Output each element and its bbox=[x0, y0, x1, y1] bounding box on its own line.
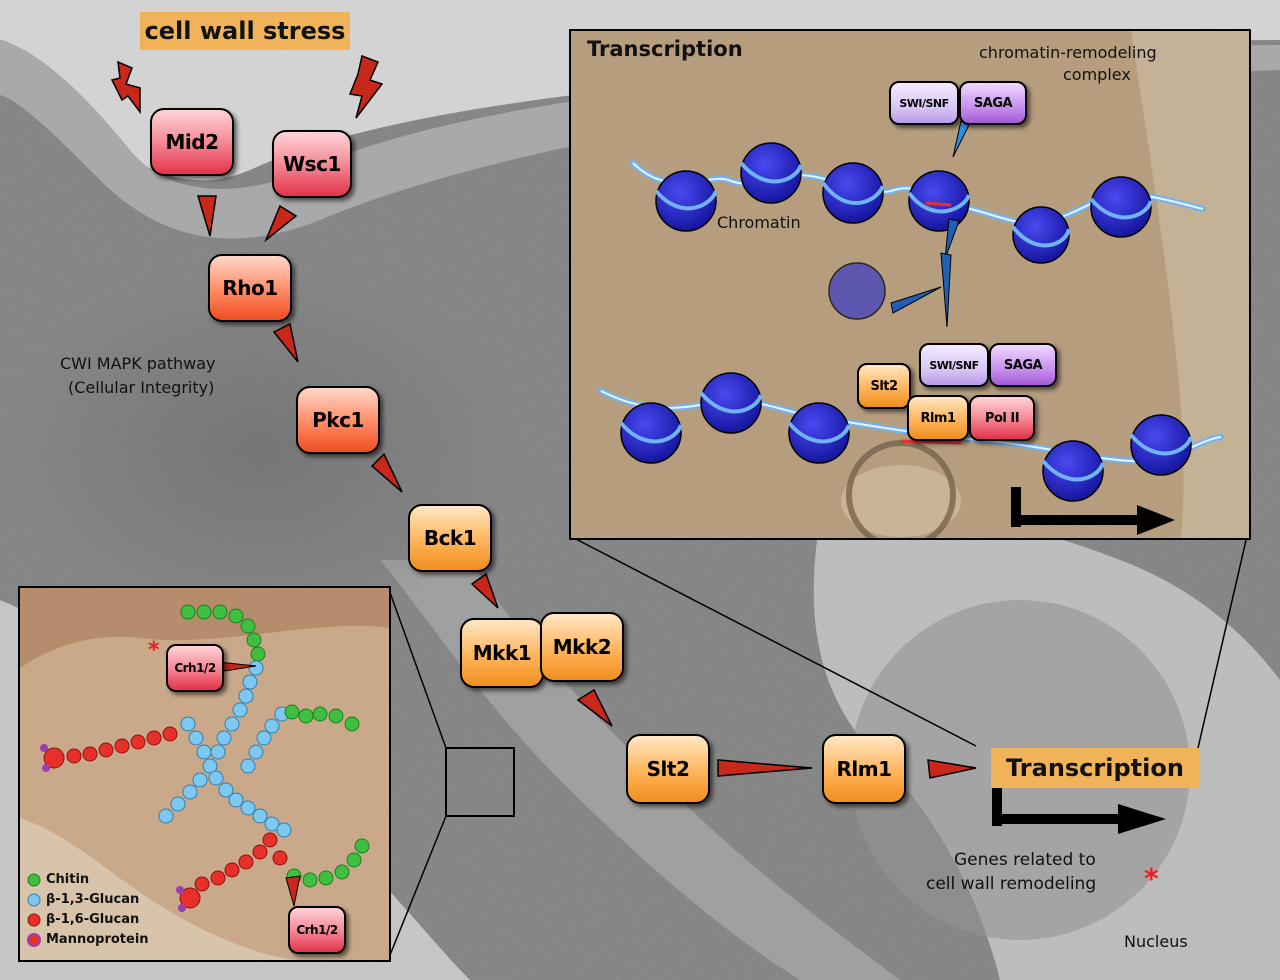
genes-asterisk: * bbox=[1144, 862, 1159, 895]
legend-label-beta16: β-1,6-Glucan bbox=[46, 912, 140, 927]
slt2-inset: Slt2 bbox=[857, 363, 911, 409]
remodeling-complex-label-line1: chromatin-remodeling bbox=[979, 43, 1157, 62]
pathway-label-line1: CWI MAPK pathway bbox=[60, 354, 216, 373]
chitin-chain-bottom bbox=[286, 838, 370, 888]
crh12-bottom: Crh1/2 bbox=[288, 906, 346, 954]
legend-swatch-beta16 bbox=[27, 913, 41, 927]
transcription-start-arrow bbox=[992, 786, 1166, 834]
arrow-pkc1-bck1 bbox=[370, 452, 403, 493]
genes-label-line1: Genes related to bbox=[954, 850, 1096, 870]
legend-label-beta13: β-1,3-Glucan bbox=[46, 892, 140, 907]
arrow-mkk-slt2 bbox=[576, 688, 613, 727]
legend-swatch-mannoprotein bbox=[27, 933, 41, 947]
chromatin-label: Chromatin bbox=[717, 213, 801, 232]
genes-label-line2: cell wall remodeling bbox=[926, 874, 1097, 894]
cell-wall-stress-label: cell wall stress bbox=[140, 12, 350, 50]
transcription-label: Transcription bbox=[991, 748, 1199, 788]
beta13-glucan-chains bbox=[158, 660, 292, 838]
arrow-rho1-pkc1 bbox=[272, 322, 299, 363]
arrow-mid2-rho1 bbox=[196, 195, 217, 237]
lightning-bolt-left bbox=[110, 60, 141, 115]
mannoproteins bbox=[43, 747, 201, 909]
nucleus-label: Nucleus bbox=[1124, 932, 1188, 951]
rlm1-inset: Rlm1 bbox=[907, 395, 969, 441]
pathway-label-line2: (Cellular Integrity) bbox=[68, 378, 215, 397]
beta16-glucan-chains bbox=[66, 726, 288, 892]
swi-snf-complex-bottom: SWI/SNF bbox=[919, 343, 989, 387]
protein-pkc1: Pkc1 bbox=[296, 386, 380, 454]
cell-wall-inset: * Crh1/2 Crh1/2 Chitin β-1,3-Glucan β-1,… bbox=[18, 586, 391, 962]
protein-bck1: Bck1 bbox=[408, 504, 492, 572]
protein-mkk2: Mkk2 bbox=[540, 612, 624, 682]
nucleosomes-upper bbox=[654, 142, 1153, 264]
protein-rlm1: Rlm1 bbox=[822, 734, 906, 804]
arrow-rlm1-transcription bbox=[927, 759, 977, 779]
nucleosomes-lower bbox=[619, 372, 1193, 502]
pol2-inset: Pol II bbox=[969, 395, 1035, 441]
chitin-chain-middle bbox=[284, 704, 360, 732]
legend-label-chitin: Chitin bbox=[46, 872, 90, 887]
saga-complex-bottom: SAGA bbox=[989, 343, 1057, 387]
lightning-bolt-right bbox=[348, 54, 384, 119]
protein-mkk1: Mkk1 bbox=[460, 618, 544, 688]
protein-wsc1: Wsc1 bbox=[272, 130, 352, 198]
evicted-nucleosome bbox=[828, 262, 886, 320]
legend-label-mannoprotein: Mannoprotein bbox=[46, 932, 149, 947]
crh12-top: Crh1/2 bbox=[166, 644, 224, 692]
protein-mid2: Mid2 bbox=[150, 108, 234, 176]
arrow-slt2-rlm1 bbox=[717, 759, 813, 777]
chitin-chain-top bbox=[180, 604, 266, 662]
swi-snf-complex-top: SWI/SNF bbox=[889, 81, 959, 125]
zoom-region-box bbox=[445, 747, 515, 817]
legend-swatch-chitin bbox=[27, 873, 41, 887]
legend-swatch-beta13 bbox=[27, 893, 41, 907]
crh-asterisk: * bbox=[148, 638, 160, 663]
remodeling-complex-label-line2: complex bbox=[1063, 65, 1131, 84]
protein-slt2: Slt2 bbox=[626, 734, 710, 804]
transcription-inset: Transcription chromatin-remodeling compl… bbox=[569, 29, 1251, 540]
transcription-inset-title: Transcription bbox=[587, 37, 743, 61]
arrow-wsc1-rho1 bbox=[264, 204, 298, 243]
saga-complex-top: SAGA bbox=[959, 81, 1027, 125]
protein-rho1: Rho1 bbox=[208, 254, 292, 322]
arrow-bck1-mkk bbox=[470, 572, 499, 609]
